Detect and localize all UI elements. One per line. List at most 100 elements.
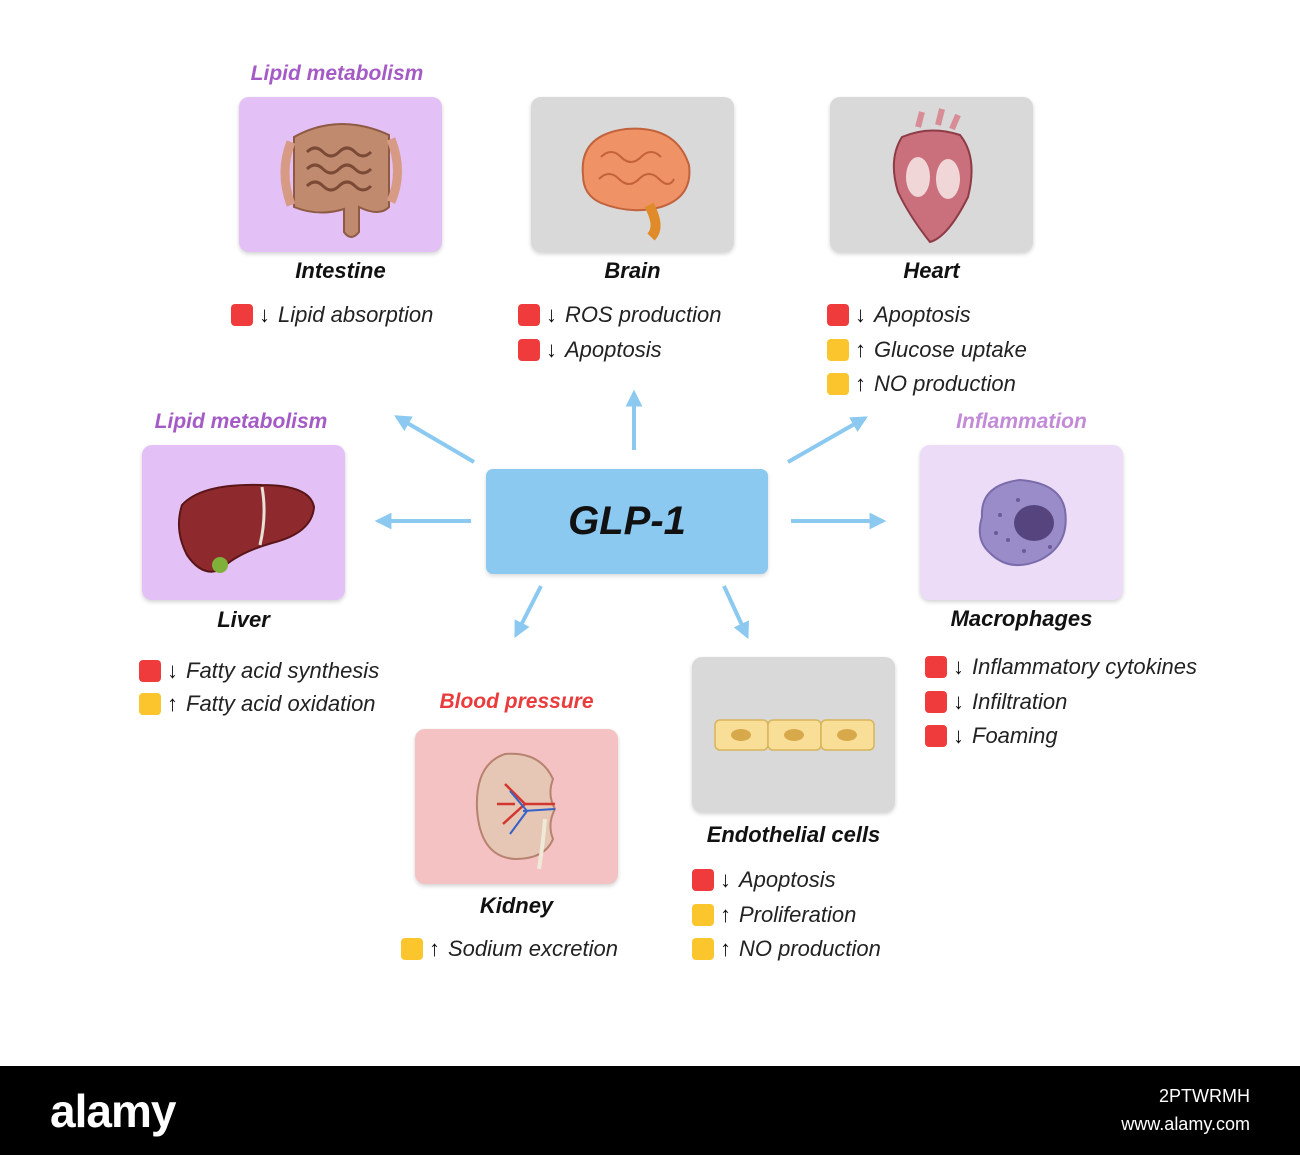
watermark-footer: alamy 2PTWRMH www.alamy.com <box>0 1066 1300 1155</box>
effect-text: Fatty acid oxidation <box>186 690 376 716</box>
effects-list-kidney: ↑ Sodium excretion <box>401 932 618 967</box>
down-arrow-icon: ↓ <box>546 302 557 328</box>
effect-text: Infiltration <box>972 688 1068 714</box>
image-id: 2PTWRMH <box>1159 1086 1250 1106</box>
arrow-to-endothelial <box>722 585 750 640</box>
effect-item: ↓ Inflammatory cytokines <box>925 650 1197 685</box>
decrease-marker <box>518 338 540 361</box>
increase-marker <box>692 903 714 926</box>
effect-text: Apoptosis <box>739 867 836 893</box>
site-url: www.alamy.com <box>1121 1114 1250 1134</box>
effects-list-heart: ↓ Apoptosis ↑ Glucose uptake ↑ NO productio… <box>827 298 1027 402</box>
down-arrow-icon: ↓ <box>953 688 964 714</box>
up-arrow-icon: ↑ <box>429 936 440 962</box>
effect-item: ↑ Sodium excretion <box>401 932 618 967</box>
category-label-inflammation: Inflammation <box>956 410 1087 433</box>
effect-text: Sodium excretion <box>448 936 618 962</box>
effect-item: ↓ Foaming <box>925 719 1197 754</box>
down-arrow-icon: ↓ <box>953 654 964 680</box>
effect-text: Fatty acid synthesis <box>186 658 380 684</box>
increase-marker <box>401 938 423 961</box>
effect-item: ↑ Glucose uptake <box>827 333 1027 368</box>
effect-text: Glucose uptake <box>874 336 1027 362</box>
effect-text: NO production <box>874 371 1016 397</box>
effect-item: ↓ Fatty acid synthesis <box>139 655 379 688</box>
effect-item: ↓ Apoptosis <box>692 863 881 898</box>
effect-item: ↓ ROS production <box>518 298 722 333</box>
effect-text: Lipid absorption <box>278 302 434 328</box>
intestine-icon <box>280 123 402 238</box>
glp1-center-box: GLP-1 <box>486 469 768 574</box>
decrease-marker <box>692 869 714 892</box>
liver-icon <box>177 483 316 573</box>
decrease-marker <box>139 660 161 683</box>
effect-item: ↑ NO production <box>692 932 881 967</box>
brain-icon <box>581 127 691 241</box>
decrease-marker <box>925 690 947 713</box>
effect-item: ↓ Infiltration <box>925 685 1197 720</box>
organ-name-intestine: Intestine <box>295 258 386 283</box>
effects-list-endothelial-cells: ↓ Apoptosis ↑ Proliferation ↑ NO production <box>692 863 881 967</box>
effect-item: ↓ Apoptosis <box>827 298 1027 333</box>
increase-marker <box>692 938 714 961</box>
macrophages-tile <box>920 445 1123 600</box>
macrophage-icon <box>978 478 1067 567</box>
down-arrow-icon: ↓ <box>953 723 964 749</box>
organ-name-kidney: Kidney <box>479 893 554 918</box>
effect-text: Inflammatory cytokines <box>972 654 1197 680</box>
down-arrow-icon: ↓ <box>546 336 557 362</box>
up-arrow-icon: ↑ <box>855 336 866 362</box>
organ-name-liver: Liver <box>217 607 270 632</box>
increase-marker <box>139 692 161 715</box>
brain-tile <box>531 97 734 252</box>
connector-arrows <box>374 389 887 640</box>
decrease-marker <box>925 656 947 679</box>
heart-tile <box>830 97 1033 252</box>
down-arrow-icon: ↓ <box>720 867 731 893</box>
up-arrow-icon: ↑ <box>720 901 731 927</box>
glp1-label: GLP-1 <box>568 499 686 543</box>
effects-list-brain: ↓ ROS production ↓ Apoptosis <box>518 298 722 367</box>
effects-list-intestine: ↓ Lipid absorption <box>231 298 433 333</box>
organ-name-brain: Brain <box>604 258 661 283</box>
effect-item: ↓ Lipid absorption <box>231 298 433 333</box>
decrease-marker <box>518 304 540 327</box>
organ-name-endothelial-cells: Endothelial cells <box>706 822 881 847</box>
down-arrow-icon: ↓ <box>259 302 270 328</box>
down-arrow-icon: ↓ <box>167 658 178 684</box>
increase-marker <box>827 338 849 361</box>
endothelial-cells-icon <box>714 719 875 751</box>
arrow-to-intestine <box>394 415 476 464</box>
liver-tile <box>142 445 345 600</box>
up-arrow-icon: ↑ <box>855 371 866 397</box>
organ-name-macrophages: Macrophages <box>950 606 1093 631</box>
kidney-icon <box>475 752 557 870</box>
decrease-marker <box>827 304 849 327</box>
category-label-lipid-metabolism-liver: Lipid metabolism <box>154 410 328 433</box>
alamy-logo: alamy <box>50 1085 176 1137</box>
kidney-tile <box>415 729 618 884</box>
arrow-to-heart <box>787 416 868 464</box>
effect-item: ↓ Apoptosis <box>518 333 722 368</box>
endothelial-cells-tile <box>692 657 895 812</box>
intestine-tile <box>239 97 442 252</box>
effect-text: NO production <box>739 936 881 962</box>
up-arrow-icon: ↑ <box>720 936 731 962</box>
up-arrow-icon: ↑ <box>167 690 178 716</box>
decrease-marker <box>925 725 947 748</box>
effect-item: ↑ Proliferation <box>692 898 881 933</box>
category-label-blood-pressure: Blood pressure <box>439 690 594 713</box>
effect-text: Proliferation <box>739 901 857 927</box>
effect-text: Foaming <box>972 723 1058 749</box>
heart-icon <box>892 108 973 244</box>
down-arrow-icon: ↓ <box>855 302 866 328</box>
effect-text: ROS production <box>565 302 722 328</box>
effect-text: Apoptosis <box>874 302 971 328</box>
effect-text: Apoptosis <box>565 336 662 362</box>
effect-item: ↑ Fatty acid oxidation <box>139 688 379 721</box>
arrow-to-kidney <box>514 585 543 638</box>
category-label-lipid-metabolism-intestine: Lipid metabolism <box>250 62 424 85</box>
increase-marker <box>827 373 849 396</box>
effect-item: ↑ NO production <box>827 367 1027 402</box>
effects-list-liver: ↓ Fatty acid synthesis ↑ Fatty acid oxidat… <box>139 655 379 720</box>
